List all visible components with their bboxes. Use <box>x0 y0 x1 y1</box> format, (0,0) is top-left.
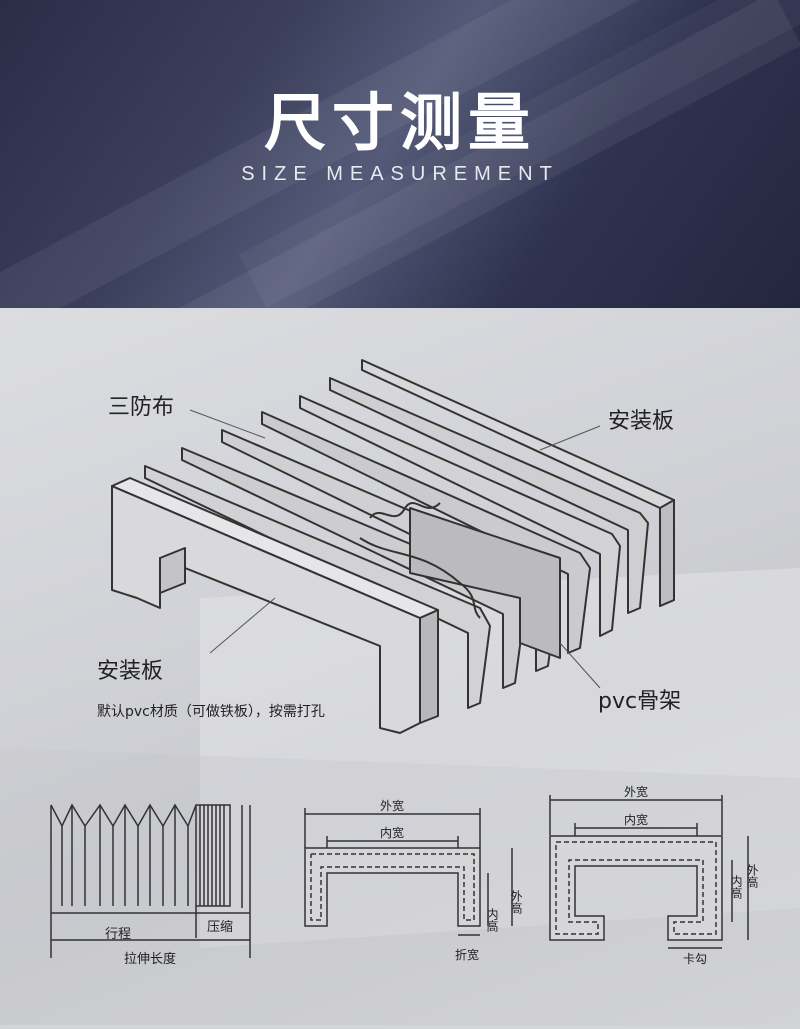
u-outer-height: 外高 <box>509 890 523 915</box>
leader-lines <box>189 409 601 689</box>
label-cloth: 三防布 <box>108 395 174 420</box>
label-compressed: 压缩 <box>207 919 233 935</box>
diagram-area: 三防布 安装板 安装板 默认pvc材质（可做铁板），按需打孔 pvc骨架 <box>0 308 800 1025</box>
hook-profile-diagram <box>549 795 749 949</box>
u-outer-width: 外宽 <box>380 798 404 813</box>
hook-inner-width: 内宽 <box>624 812 648 827</box>
page-title: 尺寸测量 <box>263 86 536 159</box>
hook-outer-height: 外高 <box>745 864 759 889</box>
label-extended: 拉伸长度 <box>124 951 176 967</box>
hook-inner-height: 内高 <box>729 875 743 900</box>
page-subtitle: SIZE MEASUREMENT <box>241 163 559 185</box>
hook-label: 卡勾 <box>683 952 707 966</box>
hook-outer-width: 外宽 <box>624 784 648 799</box>
u-inner-width: 内宽 <box>380 825 404 840</box>
header-banner: 尺寸测量 SIZE MEASUREMENT <box>0 0 800 308</box>
label-frame: pvc骨架 <box>598 689 681 714</box>
u-inner-height: 内高 <box>485 908 499 933</box>
label-mount-top: 安装板 <box>608 409 674 434</box>
u-profile-diagram <box>304 808 513 936</box>
label-mount-note: 默认pvc材质（可做铁板），按需打孔 <box>97 703 325 720</box>
u-fold-width: 折宽 <box>455 947 479 962</box>
label-travel: 行程 <box>105 927 131 942</box>
diagram-canvas: 三防布 安装板 安装板 默认pvc材质（可做铁板），按需打孔 pvc骨架 <box>0 359 800 1025</box>
bellows-main-drawing <box>111 359 675 734</box>
stroke-diagram <box>50 803 251 958</box>
label-mount-bottom: 安装板 <box>97 659 163 684</box>
